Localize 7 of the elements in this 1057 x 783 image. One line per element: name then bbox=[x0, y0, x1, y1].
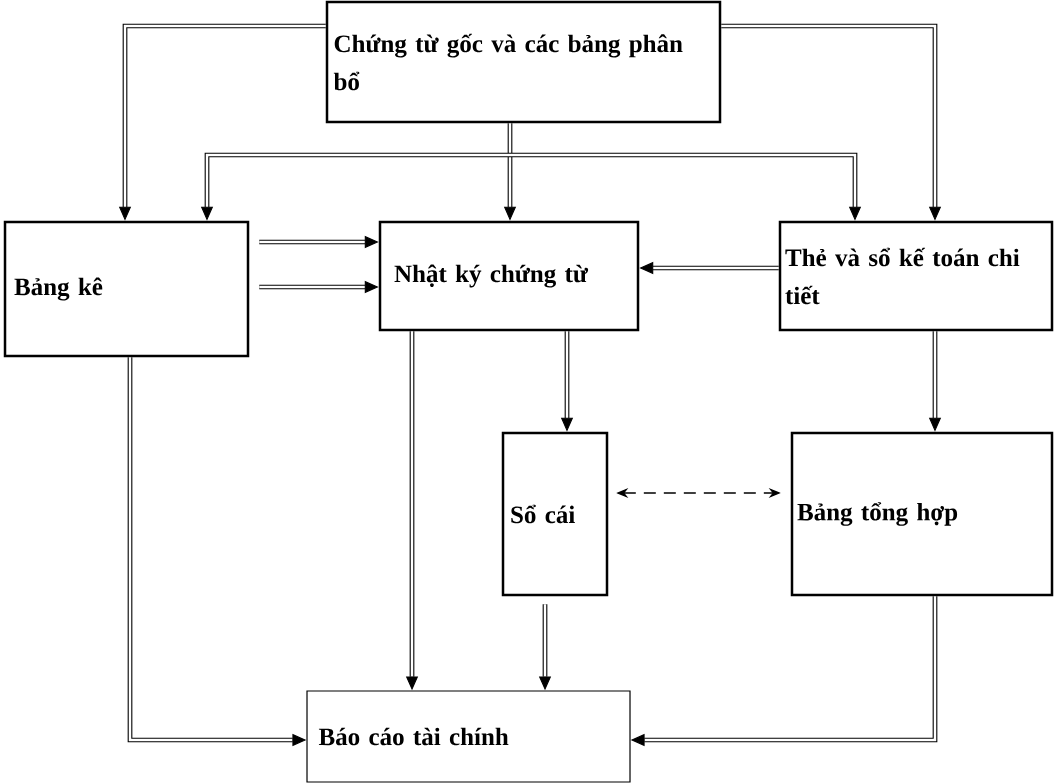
process-box: Chứng từ gốc và các bảng phân bổ bbox=[325, 0, 722, 124]
process-box: Bảng tổng hợp bbox=[790, 431, 1054, 597]
process-box: Bảng kê bbox=[3, 220, 250, 358]
process-box: Nhật ký chứng từ bbox=[378, 220, 640, 332]
process-box: Sổ cái bbox=[501, 431, 609, 597]
process-box: Thẻ và sổ kế toán chi tiết bbox=[778, 220, 1054, 332]
process-box: Báo cáo tài chính bbox=[306, 690, 631, 783]
